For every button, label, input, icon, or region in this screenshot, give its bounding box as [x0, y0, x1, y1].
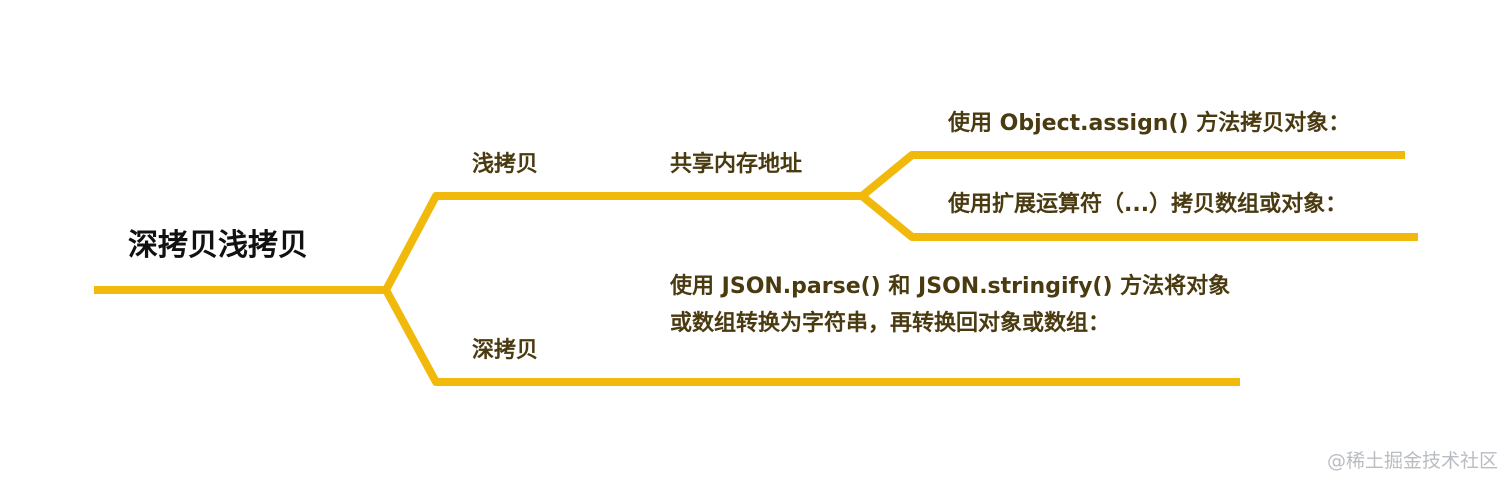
shallow-copy-label: 浅拷贝 [472, 152, 539, 177]
shallow-item-object-assign: 使用 Object.assign() 方法拷贝对象： [948, 111, 1351, 136]
shallow-item-spread: 使用扩展运算符（...）拷贝数组或对象： [948, 192, 1348, 217]
watermark: @稀土掘金技术社区 [1326, 450, 1498, 473]
shared-memory-label: 共享内存地址 [670, 152, 803, 177]
branch-shallow-item-2 [859, 192, 1418, 241]
branch-shallow-item-1 [859, 151, 1405, 200]
root-node-label: 深拷贝浅拷贝 [128, 228, 308, 263]
deep-copy-label: 深拷贝 [472, 338, 539, 363]
branch-shallow [382, 192, 862, 292]
branch-deep [382, 288, 1240, 386]
deep-copy-description: 使用 JSON.parse() 和 JSON.stringify() 方法将对象… [670, 274, 1231, 336]
